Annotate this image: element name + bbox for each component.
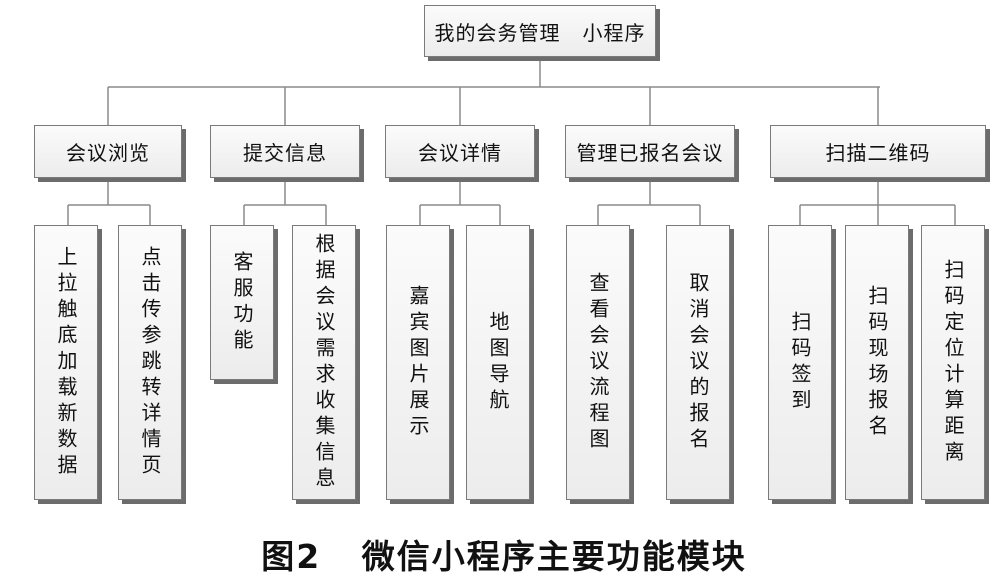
leaf-cancel-registration: 取消会议的报名 [666,225,730,500]
root-node: 我的会务管理 小程序 [424,5,656,57]
leaf-view-agenda: 查看会议流程图 [566,225,630,500]
leaf-scan-onsite-register: 扫码现场报名 [845,225,909,500]
leaf-label: 根据会议需求收集信息 [312,232,336,493]
category-scan-qrcode: 扫描二维码 [770,125,986,178]
leaf-label: 客服功能 [230,250,254,355]
leaf-label: 扫码签到 [788,310,812,415]
leaf-customer-service: 客服功能 [210,225,274,380]
leaf-map-navigation: 地图导航 [466,225,530,500]
leaf-label: 嘉宾图片展示 [406,284,430,441]
leaf-label: 扫码现场报名 [865,284,889,441]
leaf-scan-checkin: 扫码签到 [768,225,832,500]
category-submit-info: 提交信息 [210,125,360,178]
category-manage-registered: 管理已报名会议 [565,125,735,178]
leaf-label: 查看会议流程图 [586,271,610,454]
leaf-collect-info: 根据会议需求收集信息 [292,225,356,500]
category-meeting-browse: 会议浏览 [34,125,182,178]
leaf-pull-to-load: 上拉触底加载新数据 [34,225,98,500]
leaf-label: 取消会议的报名 [686,271,710,454]
category-label: 会议详情 [418,141,502,165]
category-label: 提交信息 [243,141,327,165]
category-label: 管理已报名会议 [576,141,724,165]
leaf-click-to-detail: 点击传参跳转详情页 [118,225,182,500]
leaf-guest-photos: 嘉宾图片展示 [386,225,450,500]
category-label: 扫描二维码 [825,141,931,165]
category-label: 会议浏览 [66,141,150,165]
leaf-scan-location-distance: 扫码定位计算距离 [921,225,985,500]
leaf-label: 上拉触底加载新数据 [54,245,78,480]
root-label: 我的会务管理 小程序 [434,20,646,45]
leaf-label: 地图导航 [486,310,510,415]
category-meeting-details: 会议详情 [385,125,535,178]
figure-caption: 图2 微信小程序主要功能模块 [261,537,747,576]
leaf-label: 扫码定位计算距离 [941,258,965,467]
leaf-label: 点击传参跳转详情页 [138,245,162,480]
